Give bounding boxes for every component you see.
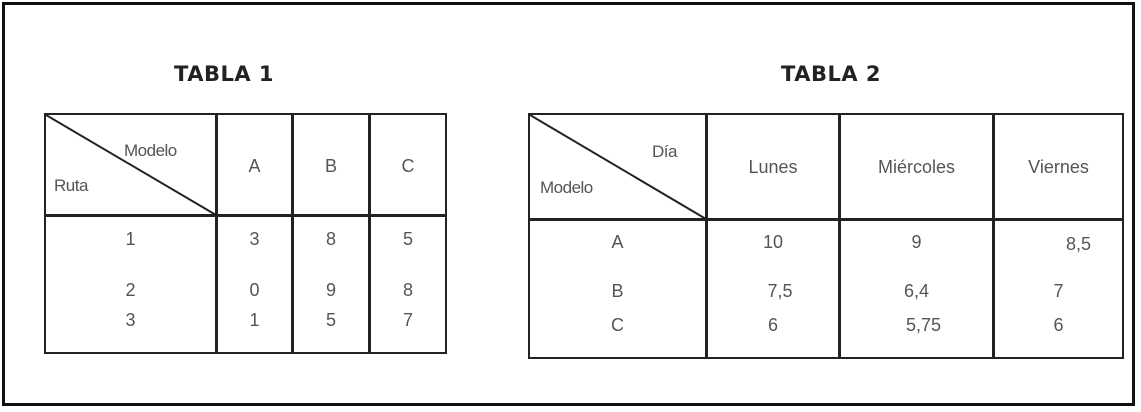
tabla1-col-header: C <box>401 156 415 176</box>
tabla2-row-label: A <box>611 232 624 252</box>
tabla2-cell: 7 <box>1053 281 1064 301</box>
tabla1-col-divider <box>368 115 371 352</box>
tabla1-corner-bottom-label: Ruta <box>54 176 88 195</box>
tabla1-cell: 8 <box>325 229 336 249</box>
tabla1-cell: 1 <box>249 310 260 330</box>
tabla1-cell: 8 <box>402 280 413 300</box>
tabla2-cell: 5,75 <box>905 315 942 335</box>
tabla1-cell: 5 <box>325 310 336 330</box>
tabla2-corner-bottom-label: Modelo <box>540 178 593 197</box>
tabla1-cell: 9 <box>325 280 336 300</box>
tabla1-row-label: 1 <box>125 229 136 249</box>
tabla1-col-divider <box>291 115 294 352</box>
tabla2-corner-diagonal <box>530 115 707 220</box>
tabla2: Día Modelo Lunes Miércoles Viernes A 10 … <box>528 113 1124 359</box>
tabla1-corner-top-label: Modelo <box>124 141 177 160</box>
document-frame <box>2 2 1135 406</box>
tabla2-row-label: C <box>611 315 624 335</box>
tabla2-col-divider <box>838 115 841 357</box>
tabla2-cell: 6 <box>1053 315 1064 335</box>
tabla1-cell: 3 <box>249 229 260 249</box>
tabla2-corner-top-label: Día <box>652 142 677 161</box>
tabla2-col-header: Viernes <box>1028 157 1089 177</box>
tabla1-col-divider <box>215 115 218 352</box>
tabla2-row-label: B <box>611 281 624 301</box>
tabla2-title: TABLA 2 <box>781 62 882 86</box>
tabla1-row-label: 2 <box>125 280 136 300</box>
tabla1-cell: 7 <box>402 310 413 330</box>
tabla1-corner-diagonal <box>46 115 217 216</box>
tabla2-cell: 6 <box>767 315 778 335</box>
tabla1-col-header: A <box>248 156 261 176</box>
tabla1-title: TABLA 1 <box>174 62 275 86</box>
tabla2-cell: 7,5 <box>767 281 793 301</box>
tabla1-row-label: 3 <box>125 310 136 330</box>
tabla2-cell: 6,4 <box>903 281 930 301</box>
tabla2-cell: 9 <box>911 232 922 252</box>
tabla2-col-divider <box>705 115 708 357</box>
tabla2-cell: 8,5 <box>1065 234 1092 254</box>
tabla1: Modelo Ruta A B C 1 3 8 5 2 0 9 8 3 1 5 … <box>44 113 447 354</box>
tabla1-col-header: B <box>324 156 337 176</box>
tabla1-header-divider <box>46 214 445 217</box>
tabla2-col-header: Lunes <box>748 157 798 177</box>
tabla2-col-header: Miércoles <box>877 157 956 177</box>
tabla1-cell: 5 <box>402 229 413 249</box>
tabla2-header-divider <box>530 218 1122 221</box>
tabla2-cell: 10 <box>762 232 784 252</box>
tabla2-col-divider <box>992 115 995 357</box>
tabla1-cell: 0 <box>249 280 260 300</box>
